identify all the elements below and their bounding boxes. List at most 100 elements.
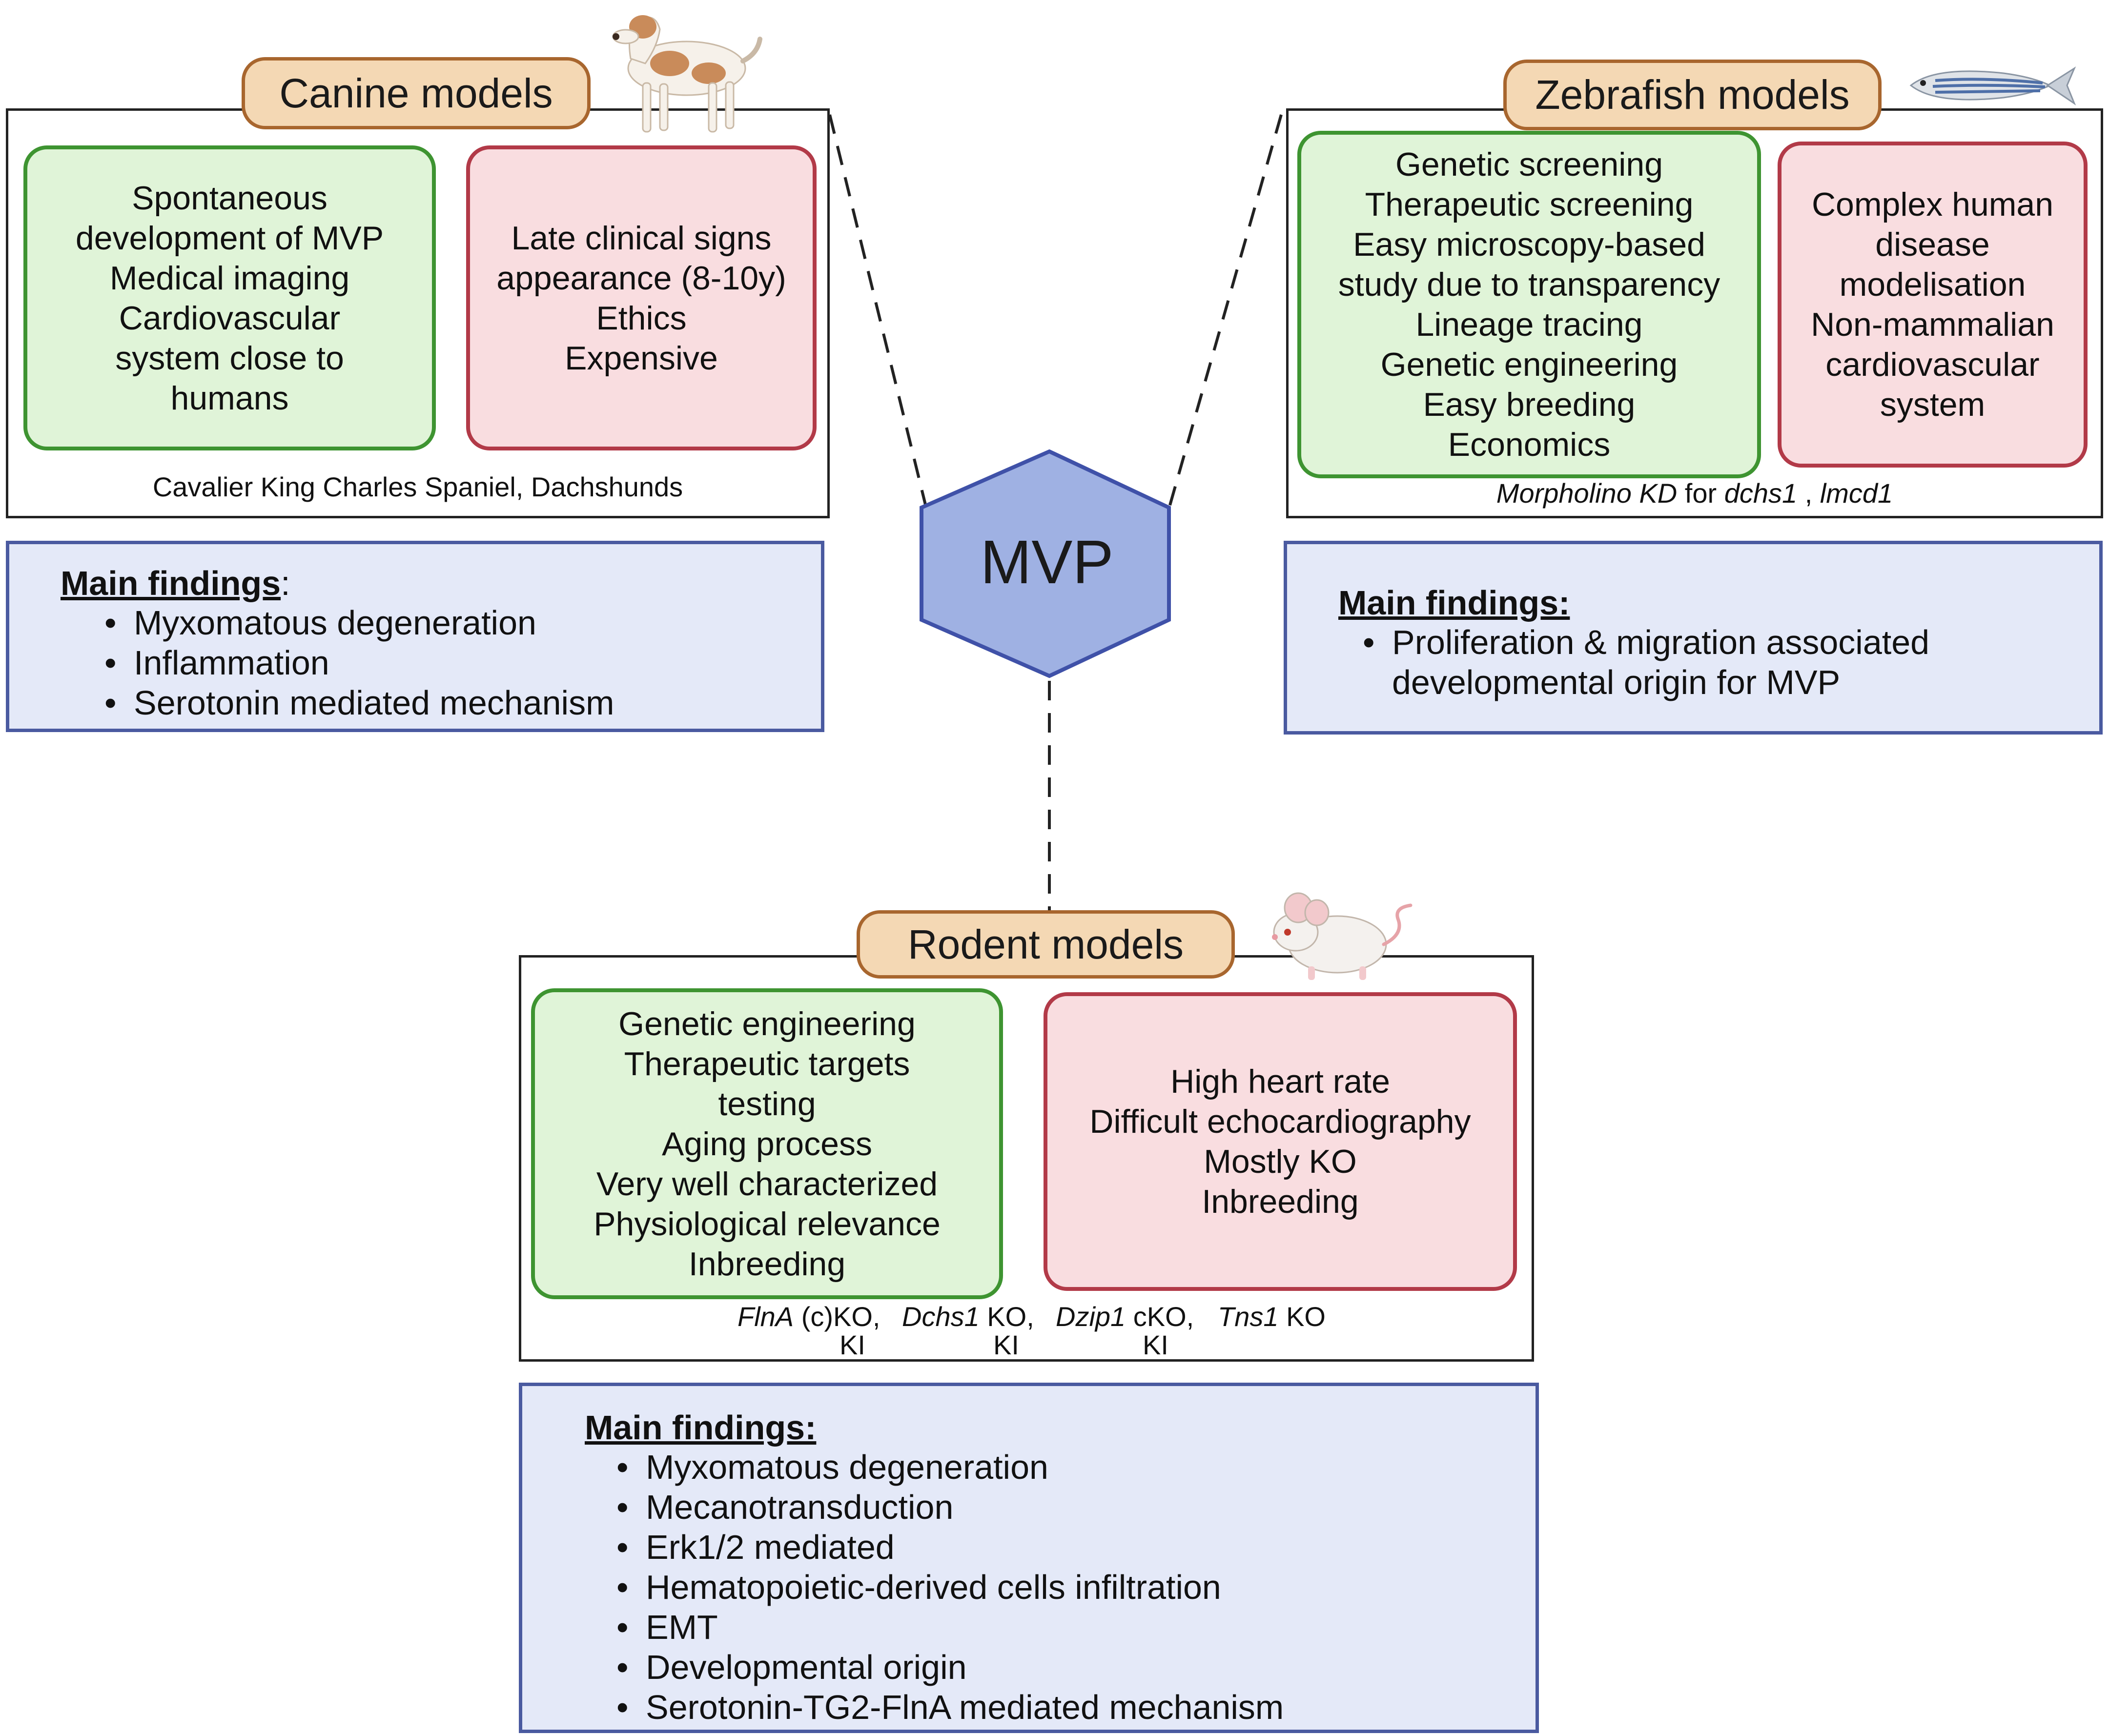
gene-model: (c)KO, bbox=[801, 1301, 880, 1332]
zebrafish-con-line: system bbox=[1880, 386, 1986, 423]
zebrafish-title: Zebrafish models bbox=[1503, 60, 1882, 130]
canine-title-text: Canine models bbox=[279, 70, 553, 116]
zebrafish-con-line: disease bbox=[1875, 226, 1990, 263]
canine-findings-title: Main findings: bbox=[61, 564, 821, 603]
caption-gene-dchs1-ki: KI bbox=[993, 1329, 1019, 1360]
caption-gene-dchs1: dchs1 bbox=[1724, 478, 1798, 509]
zebrafish-findings-heading: Main findings: bbox=[1338, 584, 1570, 622]
caption-gene-lmcd1: lmcd1 bbox=[1820, 478, 1893, 509]
list-item: EMT bbox=[592, 1607, 1536, 1647]
caption-gene-flna: FlnA (c)KO, bbox=[737, 1301, 880, 1332]
zebrafish-pro-line: Genetic screening bbox=[1395, 146, 1663, 183]
canine-con-line: appearance (8-10y) bbox=[496, 259, 786, 297]
zebrafish-pro-line: Easy breeding bbox=[1423, 386, 1636, 423]
rodent-pro-line: Physiological relevance bbox=[594, 1205, 941, 1243]
list-item: Myxomatous degeneration bbox=[592, 1447, 1536, 1487]
rodent-con-line: Mostly KO bbox=[1204, 1143, 1357, 1180]
list-item: Serotonin-TG2-FlnA mediated mechanism bbox=[592, 1687, 1536, 1727]
rodent-pro-line: Genetic engineering bbox=[618, 1005, 916, 1042]
gene-name: FlnA bbox=[737, 1301, 794, 1332]
rodent-findings-box: Main findings: Myxomatous degeneration M… bbox=[519, 1383, 1539, 1733]
caption-morpholino: Morpholino KD bbox=[1496, 478, 1678, 509]
caption-gene-flna-ki: KI bbox=[840, 1329, 865, 1360]
canine-title: Canine models bbox=[242, 57, 591, 129]
canine-pro-line: system close to bbox=[115, 339, 344, 377]
zebrafish-pro-line: Lineage tracing bbox=[1415, 306, 1643, 343]
list-item: Inflammation bbox=[80, 643, 821, 683]
rodent-findings-list: Myxomatous degeneration Mecanotransducti… bbox=[592, 1447, 1536, 1727]
rodent-pro-line: Inbreeding bbox=[688, 1245, 846, 1283]
gene-model: cKO, bbox=[1133, 1301, 1194, 1332]
rodent-pros-box: Genetic engineering Therapeutic targets … bbox=[531, 988, 1003, 1299]
rodent-cons-box: High heart rate Difficult echocardiograp… bbox=[1044, 992, 1517, 1291]
zebrafish-pro-line: study due to transparency bbox=[1338, 266, 1720, 303]
list-item: Serotonin mediated mechanism bbox=[80, 683, 821, 723]
zebrafish-cons-box: Complex human disease modelisation Non-m… bbox=[1778, 142, 2088, 468]
finding-line: Proliferation & migration associated bbox=[1392, 623, 1930, 661]
caption-gene-dzip1: Dzip1 cKO, bbox=[1056, 1301, 1202, 1332]
list-item: Hematopoietic-derived cells infiltration bbox=[592, 1567, 1536, 1607]
list-item: Proliferation & migration associateddeve… bbox=[1338, 622, 2099, 702]
caption-gene-dzip1-ki: KI bbox=[1143, 1329, 1168, 1360]
rodent-con-line: High heart rate bbox=[1170, 1063, 1390, 1100]
mvp-label: MVP bbox=[980, 528, 1113, 596]
dog-icon bbox=[612, 15, 762, 133]
canine-pro-line: Cardiovascular bbox=[119, 299, 341, 337]
canine-pro-line: humans bbox=[170, 379, 289, 417]
canine-cons-box: Late clinical signs appearance (8-10y) E… bbox=[466, 145, 817, 450]
caption-comma: , bbox=[1804, 478, 1813, 509]
rodent-pro-line: Therapeutic targets bbox=[624, 1045, 910, 1082]
zebrafish-pro-line: Economics bbox=[1448, 426, 1611, 463]
rodent-findings-heading: Main findings: bbox=[585, 1409, 817, 1447]
canine-pro-line: Medical imaging bbox=[109, 259, 350, 297]
zebrafish-findings-title: Main findings: bbox=[1338, 583, 2099, 622]
caption-for: for bbox=[1684, 478, 1717, 509]
list-item: Developmental origin bbox=[592, 1647, 1536, 1687]
zebrafish-findings-box: Main findings: Proliferation & migration… bbox=[1284, 541, 2103, 735]
rodent-caption: FlnA (c)KO, KI Dchs1 KO, KI Dzip1 cKO, K… bbox=[519, 1301, 1534, 1360]
rodent-title-text: Rodent models bbox=[908, 921, 1184, 967]
rodent-pro-line: Aging process bbox=[662, 1125, 872, 1163]
rodent-con-line: Difficult echocardiography bbox=[1089, 1103, 1471, 1140]
canine-findings-list: Myxomatous degeneration Inflammation Ser… bbox=[80, 603, 821, 723]
canine-findings-box: Main findings: Myxomatous degeneration I… bbox=[6, 541, 824, 732]
caption-gene-dchs1: Dchs1 KO, bbox=[902, 1301, 1048, 1332]
zebrafish-pro-line: Genetic engineering bbox=[1380, 346, 1678, 383]
gene-name: Dzip1 bbox=[1056, 1301, 1126, 1332]
rodent-findings-title: Main findings: bbox=[585, 1408, 1536, 1447]
canine-caption: Cavalier King Charles Spaniel, Dachshund… bbox=[152, 471, 683, 502]
list-item: Erk1/2 mediated bbox=[592, 1527, 1536, 1567]
canine-con-line: Expensive bbox=[565, 339, 718, 377]
zebrafish-con-line: modelisation bbox=[1839, 266, 2026, 303]
gene-name: Dchs1 bbox=[902, 1301, 980, 1332]
rodent-pro-line: Very well characterized bbox=[596, 1165, 938, 1203]
mvp-hexagon bbox=[920, 449, 1171, 678]
zebrafish-caption: Morpholino KD for dchs1 , lmcd1 bbox=[1286, 477, 2103, 509]
canine-pro-line: Spontaneous bbox=[132, 179, 328, 217]
connector-canine bbox=[828, 114, 928, 509]
zebrafish-pro-line: Therapeutic screening bbox=[1365, 186, 1694, 223]
list-item: Mecanotransduction bbox=[592, 1487, 1536, 1527]
rodent-con-line: Inbreeding bbox=[1202, 1183, 1359, 1220]
zebrafish-con-line: Non-mammalian bbox=[1811, 306, 2054, 343]
canine-findings-heading: Main findings bbox=[61, 564, 281, 602]
rodent-pro-line: testing bbox=[718, 1085, 816, 1123]
gene-model: KO bbox=[1286, 1301, 1326, 1332]
zebrafish-icon bbox=[1909, 66, 2076, 105]
zebrafish-pros-box: Genetic screening Therapeutic screening … bbox=[1297, 131, 1761, 478]
gene-name: Tns1 bbox=[1218, 1301, 1279, 1332]
zebrafish-con-line: cardiovascular bbox=[1825, 346, 2040, 383]
canine-con-line: Ethics bbox=[596, 299, 687, 337]
zebrafish-con-line: Complex human bbox=[1811, 186, 2054, 223]
canine-pro-line: development of MVP bbox=[75, 219, 384, 257]
zebrafish-pro-line: Easy microscopy-based bbox=[1353, 226, 1705, 263]
canine-findings-colon: : bbox=[281, 564, 290, 602]
finding-line: developmental origin for MVP bbox=[1392, 663, 1841, 701]
zebrafish-title-text: Zebrafish models bbox=[1535, 72, 1850, 118]
gene-model: KO, bbox=[987, 1301, 1034, 1332]
list-item: Myxomatous degeneration bbox=[80, 603, 821, 643]
connector-zebrafish bbox=[1167, 114, 1283, 509]
caption-gene-tns1: Tns1 KO bbox=[1218, 1301, 1345, 1332]
canine-con-line: Late clinical signs bbox=[511, 219, 772, 257]
